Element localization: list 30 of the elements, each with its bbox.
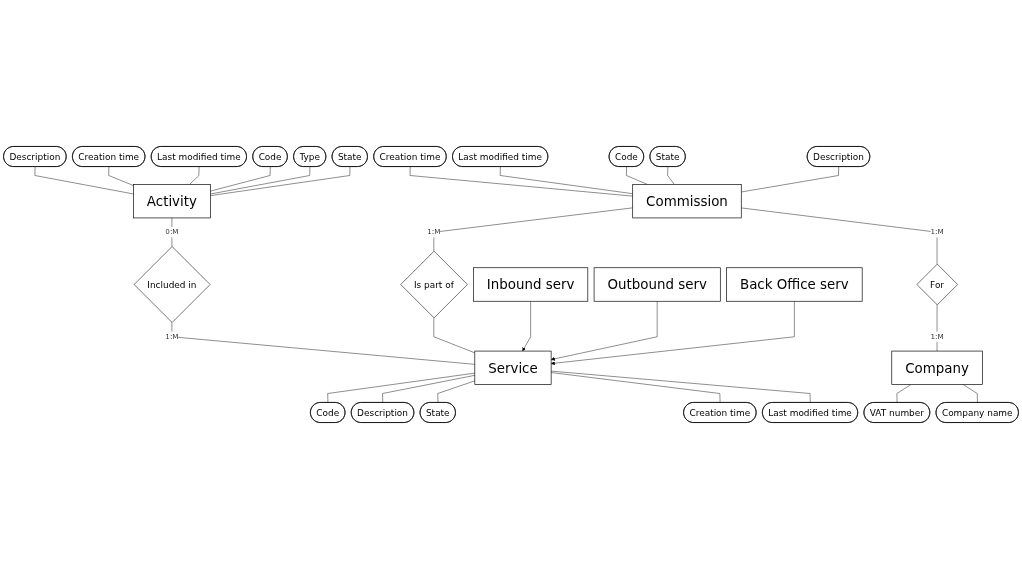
connector [189, 166, 200, 185]
connector [210, 166, 311, 195]
connector [327, 372, 476, 403]
node-diamond: Included in [133, 246, 211, 323]
connector [626, 166, 648, 185]
node-box: Company [891, 350, 983, 385]
node-box: Activity [133, 184, 211, 219]
connector [210, 166, 271, 192]
connector [437, 380, 476, 403]
connector [34, 166, 134, 195]
connector [550, 372, 721, 403]
node-box: Back Office serv [726, 267, 863, 302]
connector [741, 207, 938, 265]
connector [499, 166, 633, 194]
connector [409, 166, 633, 197]
connector [433, 207, 633, 252]
connector [896, 384, 912, 403]
node-box: Commission [632, 184, 742, 219]
node-diamond: Is part of [400, 250, 468, 319]
node-box: Service [474, 350, 552, 385]
connector [741, 166, 839, 193]
connector [667, 166, 675, 185]
node-box: Inbound serv [473, 267, 589, 302]
connector [108, 166, 134, 186]
node-box: Outbound serv [593, 267, 721, 302]
connector [382, 375, 476, 403]
connector [963, 384, 978, 403]
connector [550, 370, 811, 403]
node-diamond: For [916, 263, 958, 306]
connector [210, 166, 351, 196]
